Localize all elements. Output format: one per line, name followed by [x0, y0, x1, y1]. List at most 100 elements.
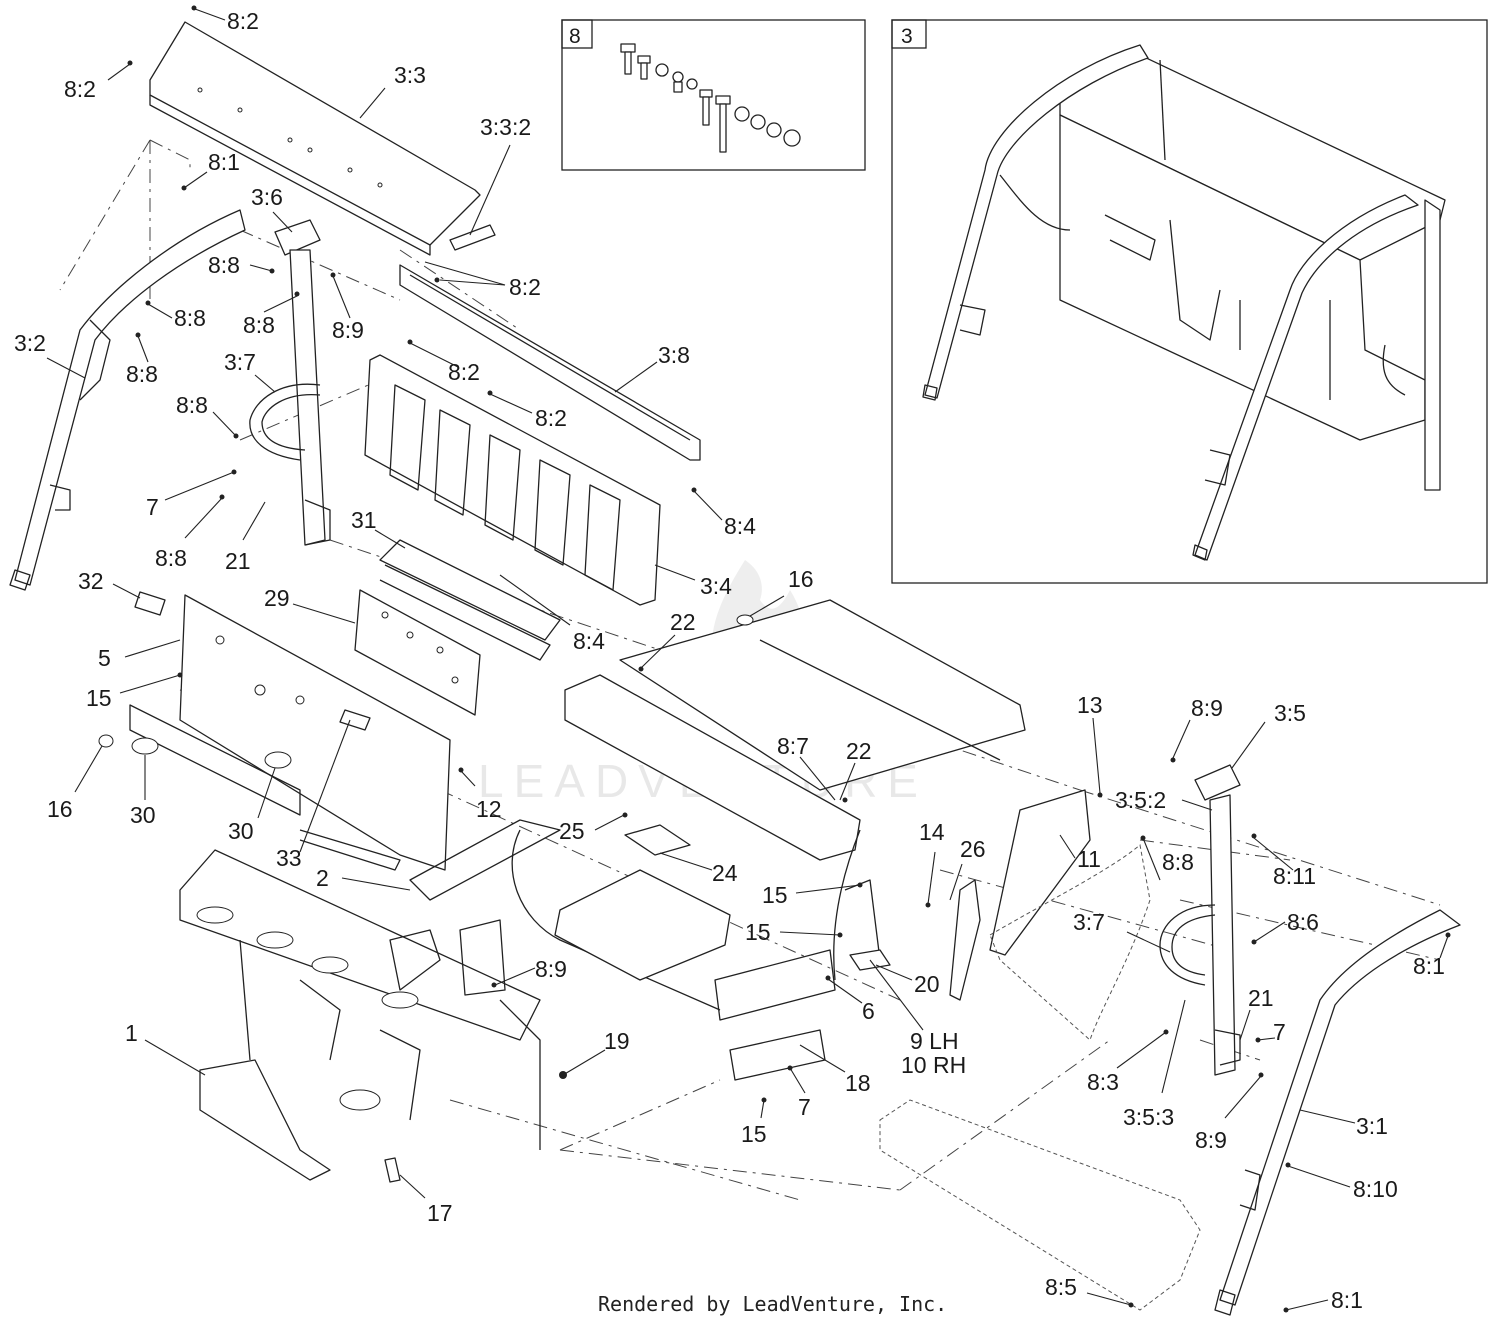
callout-16-left: 16	[47, 796, 73, 822]
callout-8-2-wall-a: 8:2	[448, 359, 480, 385]
callout-8-7: 8:7	[777, 733, 809, 759]
callout-22-mid: 22	[846, 738, 872, 764]
callout-3-2: 3:2	[14, 330, 46, 356]
callout-14: 14	[919, 819, 945, 845]
callout-8-2-left: 8:2	[64, 76, 96, 102]
callout-8-1-bottom: 8:1	[1331, 1287, 1363, 1313]
callout-8-9-bottom: 8:9	[1195, 1127, 1227, 1153]
callout-labels: 8:2 8:2 3:3 3:3:2 8:1 3:6 8:8 8:2 8:8 8:…	[14, 8, 1445, 1313]
callout-20: 20	[914, 971, 940, 997]
callout-8-8-e: 8:8	[176, 392, 208, 418]
part-3-3-2-label-plate	[449, 224, 496, 251]
callout-8-4-bottom: 8:4	[573, 628, 605, 654]
callout-9-lh: 9 LH	[910, 1028, 959, 1054]
callout-3-5: 3:5	[1274, 700, 1306, 726]
inset-box-8-hardware-kit: 8	[561, 19, 866, 171]
part-30-grommets	[131, 737, 292, 769]
callout-8-8-d: 8:8	[126, 361, 158, 387]
part-26-side-panel	[949, 879, 981, 1001]
callout-21-left: 21	[225, 548, 251, 574]
callout-30-left: 30	[130, 802, 156, 828]
callout-3-7-left: 3:7	[224, 349, 256, 375]
callout-18: 18	[845, 1070, 871, 1096]
callout-16-top: 16	[788, 566, 814, 592]
callout-29: 29	[264, 585, 290, 611]
callout-8-8-c: 8:8	[243, 312, 275, 338]
callout-3-6: 3:6	[251, 184, 283, 210]
callout-3-4: 3:4	[700, 573, 732, 599]
callout-21-right: 21	[1248, 985, 1274, 1011]
part-17-grommet	[384, 1157, 401, 1183]
callout-15-mid-a: 15	[762, 882, 788, 908]
part-3-6-bracket-post	[274, 219, 331, 546]
part-16-plug-top	[736, 614, 754, 626]
leader-lines	[46, 8, 1449, 1311]
callout-7-bottom: 7	[798, 1094, 811, 1120]
callout-15-left: 15	[86, 685, 112, 711]
part-5-firewall-panel	[129, 594, 451, 871]
callout-8-2-top: 8:2	[227, 8, 259, 34]
part-16-plug-left	[98, 734, 114, 748]
inset-8-label: 8	[569, 25, 581, 48]
callout-7-right: 7	[1273, 1019, 1286, 1045]
rops-assembly-icon	[922, 44, 1446, 561]
callout-8-8-a: 8:8	[208, 252, 240, 278]
callout-8-10: 8:10	[1353, 1176, 1398, 1202]
callout-8-4-right: 8:4	[724, 513, 756, 539]
callout-32: 32	[78, 568, 104, 594]
part-3-7-right-grab-handle	[1159, 904, 1216, 986]
part-11-side-panel	[989, 789, 1091, 956]
callout-24: 24	[712, 860, 738, 886]
part-32-label	[134, 591, 166, 616]
callout-8-8-f: 8:8	[155, 545, 187, 571]
inset-box-3-rops-assembly: 3	[891, 19, 1488, 584]
callout-8-9-a: 8:9	[332, 317, 364, 343]
callout-31: 31	[351, 507, 377, 533]
part-24-floor-plate	[554, 824, 731, 981]
callout-8-2-rail: 8:2	[509, 274, 541, 300]
callout-8-6: 8:6	[1287, 909, 1319, 935]
callout-6: 6	[862, 998, 875, 1024]
callout-8-5: 8:5	[1045, 1274, 1077, 1300]
callout-8-1-top: 8:1	[208, 149, 240, 175]
callout-3-5-2: 3:5:2	[1115, 787, 1166, 813]
phantom-fender	[989, 844, 1151, 1041]
part-3-4-rear-wall-panel	[364, 354, 661, 606]
callout-3-3-2: 3:3:2	[480, 114, 531, 140]
part-2-main-frame	[409, 599, 1026, 1021]
callout-8-9-right: 8:9	[1191, 695, 1223, 721]
footer-credit: Rendered by LeadVenture, Inc.	[598, 1292, 947, 1316]
callout-22-top: 22	[670, 609, 696, 635]
callout-30-mid: 30	[228, 818, 254, 844]
callout-10-rh: 10 RH	[901, 1052, 966, 1078]
callout-2: 2	[316, 865, 329, 891]
callout-7-left: 7	[146, 494, 159, 520]
part-3-7-left-grab-handle	[249, 383, 321, 461]
part-33-label	[339, 709, 371, 731]
callout-25: 25	[559, 818, 585, 844]
part-3-1-right-rops-leg	[1214, 909, 1461, 1316]
part-1-front-frame	[179, 849, 541, 1181]
callout-15-mid-b: 15	[745, 919, 771, 945]
callout-8-11: 8:11	[1273, 863, 1316, 889]
callout-3-3: 3:3	[394, 62, 426, 88]
part-29-insulation-panel	[354, 589, 481, 716]
part-3-5-right-bracket-post	[1194, 764, 1241, 1076]
callout-17: 17	[427, 1200, 453, 1226]
callout-8-8-b: 8:8	[174, 305, 206, 331]
callout-19: 19	[604, 1028, 630, 1054]
callout-8-3: 8:3	[1087, 1069, 1119, 1095]
fastener-dots	[127, 5, 1451, 1313]
callout-3-7-right: 3:7	[1073, 909, 1105, 935]
callout-13: 13	[1077, 692, 1103, 718]
part-9-10-steering-bracket	[844, 879, 891, 971]
callout-33: 33	[276, 845, 302, 871]
callout-11: 11	[1077, 846, 1101, 872]
part-3-8-rear-rail	[399, 264, 701, 461]
callout-8-1-right: 8:1	[1413, 953, 1445, 979]
callout-3-5-3: 3:5:3	[1123, 1104, 1174, 1130]
callout-1: 1	[125, 1020, 138, 1046]
callout-3-1: 3:1	[1356, 1113, 1388, 1139]
part-3-2-left-rops-leg	[9, 209, 246, 591]
